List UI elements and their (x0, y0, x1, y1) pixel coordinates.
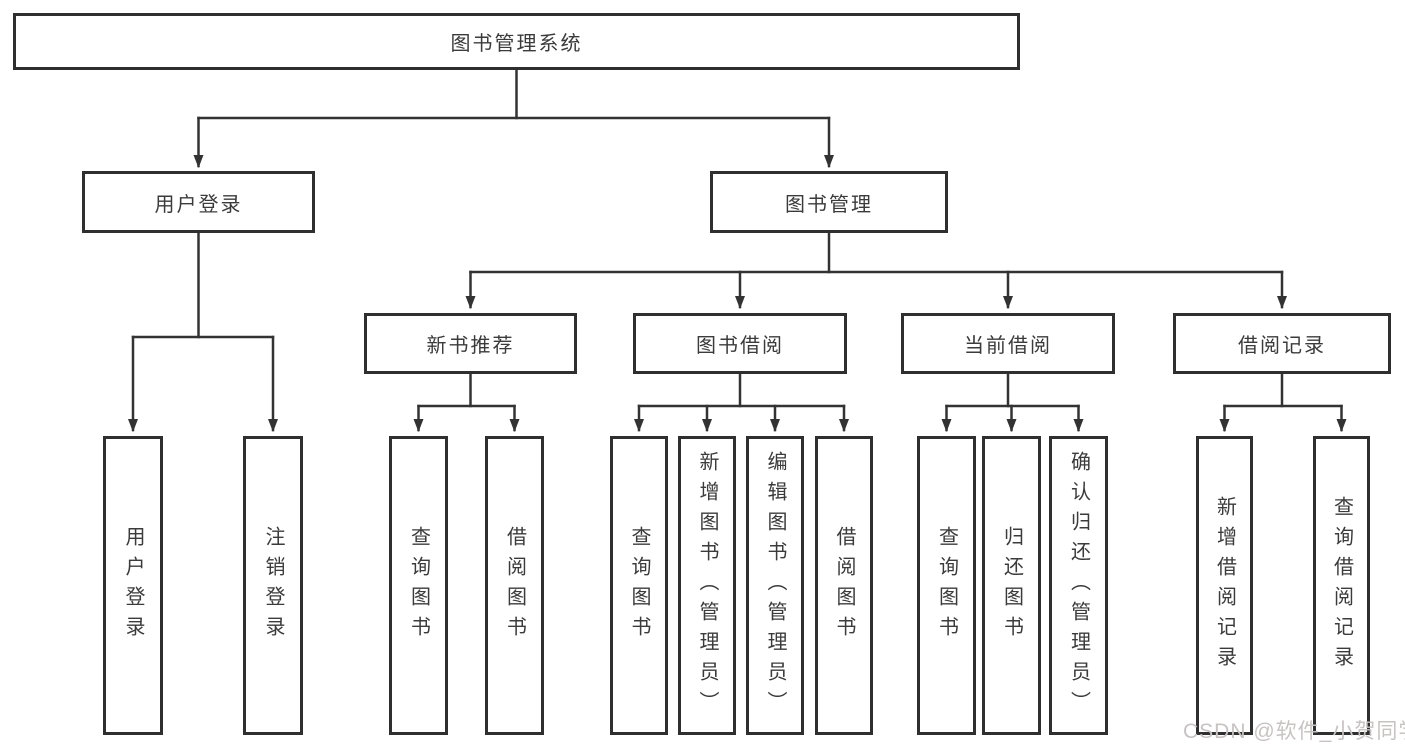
leaf-current-return-books: 归还图书 (982, 436, 1041, 735)
leaf-user-login: 用户登录 (103, 436, 163, 735)
node-current-borrow: 当前借阅 (901, 313, 1115, 374)
node-label: 查询借阅记录 (1330, 495, 1353, 676)
node-label: 编辑图书（管理员） (764, 450, 786, 721)
node-label: 当前借阅 (964, 335, 1052, 357)
node-label: 新增借阅记录 (1213, 495, 1236, 676)
node-label: 图书管理系统 (450, 33, 583, 55)
node-user-login: 用户登录 (82, 171, 315, 233)
watermark: CSDN @软件_小贺同学 (1183, 720, 1405, 743)
node-label: 借阅图书 (833, 525, 855, 646)
node-book-management: 图书管理 (710, 171, 948, 233)
node-label: 查询图书 (935, 525, 958, 646)
node-label: 新增图书（管理员） (696, 450, 718, 721)
leaf-borrow-edit-books-admin: 编辑图书（管理员） (746, 436, 804, 735)
node-root: 图书管理系统 (13, 13, 1020, 70)
leaf-borrow-query-books: 查询图书 (610, 436, 668, 735)
node-label: 确认归还（管理员） (1067, 450, 1090, 721)
node-book-borrow: 图书借阅 (633, 313, 847, 374)
node-label: 用户登录 (154, 193, 243, 216)
node-label: 新书推荐 (426, 335, 515, 357)
leaf-borrow-add-books-admin: 新增图书（管理员） (678, 436, 736, 735)
leaf-records-add-record: 新增借阅记录 (1196, 436, 1253, 735)
leaf-borrow-borrow-books: 借阅图书 (815, 436, 873, 735)
leaf-logout: 注销登录 (243, 436, 303, 735)
node-label: 借阅记录 (1238, 335, 1326, 357)
node-label: 查询图书 (628, 525, 650, 646)
leaf-newbook-query-books: 查询图书 (389, 436, 448, 735)
node-label: 图书借阅 (696, 335, 784, 357)
node-label: 查询图书 (407, 525, 430, 646)
node-label: 注销登录 (262, 525, 284, 646)
leaf-current-confirm-return-admin: 确认归还（管理员） (1049, 436, 1108, 735)
node-label: 用户登录 (122, 525, 144, 646)
leaf-records-query-record: 查询借阅记录 (1313, 436, 1370, 735)
node-borrow-records: 借阅记录 (1173, 313, 1391, 374)
node-label: 图书管理 (785, 193, 873, 216)
node-label: 借阅图书 (503, 525, 526, 646)
leaf-newbook-borrow-books: 借阅图书 (485, 436, 544, 735)
node-new-book-recommend: 新书推荐 (364, 313, 577, 374)
node-label: 归还图书 (1000, 525, 1023, 646)
leaf-current-query-books: 查询图书 (917, 436, 976, 735)
